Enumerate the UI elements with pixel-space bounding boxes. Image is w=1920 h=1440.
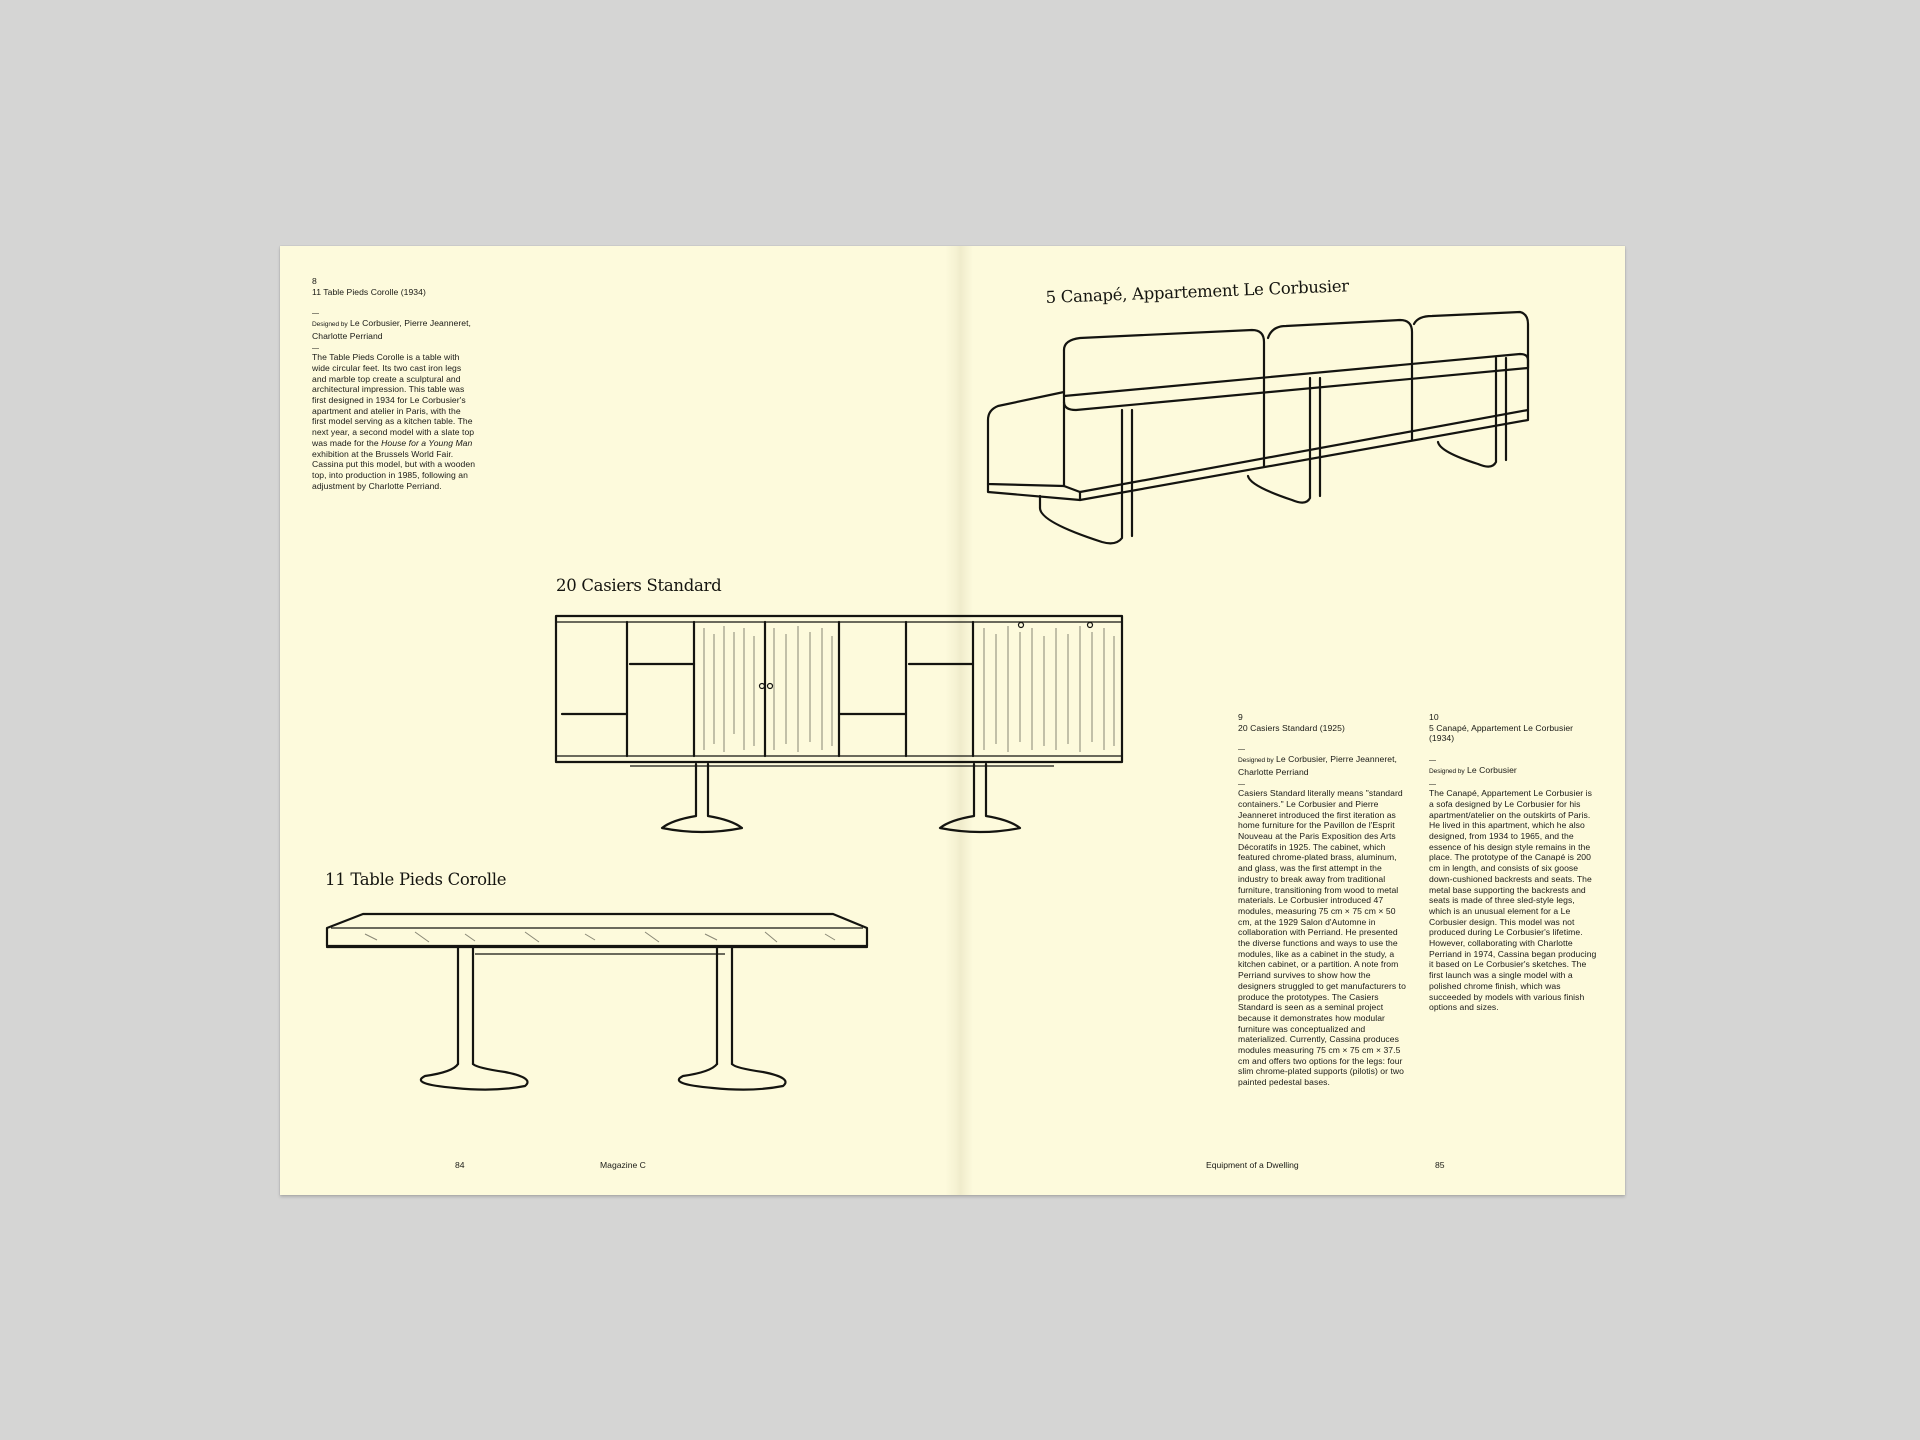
- divider: [1429, 778, 1599, 789]
- designers: Le Corbusier, Pierre Jeanneret, Charlott…: [1238, 754, 1397, 777]
- caption-number: 10: [1429, 712, 1439, 722]
- divider: [1238, 778, 1408, 789]
- magazine-spread: 8 11 Table Pieds Corolle (1934) Designed…: [280, 246, 1625, 1195]
- page-number-left: 84: [455, 1160, 465, 1170]
- caption-canape: 10 5 Canapé, Appartement Le Corbusier (1…: [1429, 712, 1599, 1013]
- caption-title: 11 Table Pieds Corolle (1934): [312, 286, 426, 297]
- sofa-drawing-icon: [986, 310, 1530, 545]
- publication-name: Magazine C: [600, 1160, 646, 1170]
- cabinet-drawing-icon: [554, 614, 1124, 834]
- caption-body: Casiers Standard literally means "standa…: [1238, 788, 1406, 1088]
- divider: [1238, 743, 1408, 754]
- designed-by-label: Designed by: [1238, 757, 1274, 765]
- designed-by-line: Designed by Le Corbusier, Pierre Jeanner…: [312, 318, 477, 341]
- caption-body: The Canapé, Appartement Le Corbusier is …: [1429, 788, 1597, 1013]
- designed-by-line: Designed by Le Corbusier, Pierre Jeanner…: [1238, 754, 1408, 777]
- heading-table-pieds-corolle: 11 Table Pieds Corolle: [325, 870, 507, 889]
- caption-casiers-standard: 9 20 Casiers Standard (1925) Designed by…: [1238, 712, 1408, 1088]
- designers: Le Corbusier: [1467, 764, 1517, 775]
- divider: [312, 307, 477, 318]
- designed-by-label: Designed by: [1429, 767, 1465, 775]
- spine-gutter: [945, 246, 973, 1195]
- exhibition-title: House for a Young Man: [381, 437, 473, 448]
- heading-casiers-standard: 20 Casiers Standard: [556, 576, 722, 595]
- caption-number: 8: [312, 276, 317, 286]
- caption-title: 20 Casiers Standard (1925): [1238, 722, 1345, 733]
- section-name: Equipment of a Dwelling: [1206, 1160, 1299, 1170]
- caption-table-pieds-corolle: 8 11 Table Pieds Corolle (1934) Designed…: [312, 276, 477, 491]
- caption-body: The Table Pieds Corolle is a table with …: [312, 352, 476, 491]
- heading-canape-appartement: 5 Canapé, Appartement Le Corbusier: [1045, 276, 1350, 307]
- designers: Le Corbusier, Pierre Jeanneret, Charlott…: [312, 318, 471, 341]
- table-drawing-icon: [325, 912, 869, 1091]
- caption-number: 9: [1238, 712, 1243, 722]
- divider: [1429, 754, 1599, 765]
- page-number-right: 85: [1435, 1160, 1445, 1170]
- designed-by-label: Designed by: [312, 321, 348, 329]
- caption-title: 5 Canapé, Appartement Le Corbusier (1934…: [1429, 722, 1574, 744]
- designed-by-line: Designed by Le Corbusier: [1429, 765, 1599, 778]
- divider: [312, 342, 477, 353]
